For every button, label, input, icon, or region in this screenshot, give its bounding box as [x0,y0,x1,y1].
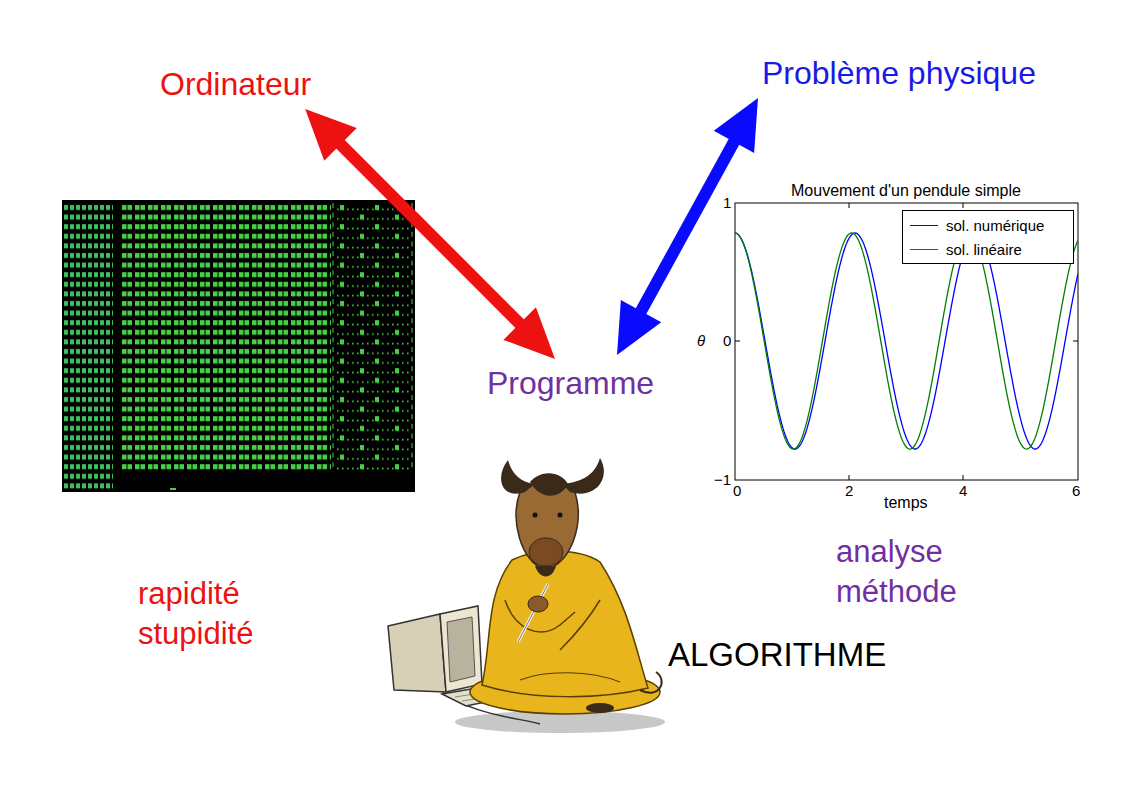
stylus-outline [518,584,548,642]
gnu-mane [530,473,568,496]
legend-row: sol. numérique [903,213,1073,237]
tick [963,475,964,480]
tick-label: 0 [733,482,741,499]
tick [1073,341,1078,342]
tick-label: 6 [1072,482,1080,499]
screen-glass [447,617,475,682]
tick [735,341,740,342]
plot-ticks [735,203,1078,480]
hex-dump [62,200,415,492]
numeric-curve [735,233,1078,449]
plot-frame [735,203,1078,480]
plot-title: Mouvement d'un pendule simple [791,182,1021,200]
node-label: Programme [487,365,654,402]
plot-legend: sol. numérique sol. linéaire [902,210,1074,264]
arrow-shaft [338,142,523,327]
robe-fold [520,673,620,682]
terminal-cursor [170,488,176,490]
linear-curve [735,233,1078,449]
gnu-tail [640,672,662,693]
axis-label: temps [884,494,928,512]
arrow-shaft [639,138,736,314]
plot-curves [735,233,1078,449]
gnu-illustration [388,458,665,733]
hex-separator [412,203,413,472]
tick-label: 1 [723,194,731,211]
computer-screen [440,606,482,692]
hex-ascii-column [336,202,412,472]
gnu-robe [482,551,648,696]
node-label: Ordinateur [160,66,311,103]
hex-address-column [64,202,113,490]
legend-line-sample [910,249,938,250]
pendulum-plot [735,203,1078,480]
node-label: Problème physique [762,55,1036,92]
computer-case [388,614,446,692]
hex-separator [333,203,334,472]
tick-label: 4 [959,482,967,499]
robe-fold [560,600,600,650]
gnu-eye [533,513,538,518]
gnu-horn [562,458,604,494]
tick [849,203,850,208]
gnu-hand [528,596,548,612]
legend-text: sol. linéaire [946,241,1022,258]
double-arrow [617,98,758,355]
algorithm-label: ALGORITHME [668,636,886,674]
tick [849,475,850,480]
axis-label: θ [697,332,705,349]
text-node: Ordinateur [158,66,313,103]
arrow-head [617,300,661,355]
note-text: analyse méthode [836,532,957,612]
gnu-horn [501,460,535,494]
tick-label: 2 [845,482,853,499]
gnu-beard [535,566,556,577]
gnu-hoof [586,703,614,713]
hex-bytes-column [122,202,331,472]
arrow-head [714,98,758,153]
double-arrow [305,109,555,359]
legend-text: sol. numérique [946,217,1044,234]
tick [963,203,964,208]
text-node: Programme [485,365,656,402]
text-node: Problème physique [760,55,1038,92]
legend-row: sol. linéaire [903,237,1073,261]
arrow-head [305,109,357,161]
legend-line-sample [910,225,938,226]
stylus [518,584,548,642]
arrow-head [503,307,555,359]
gnu-muzzle [529,538,563,566]
terminal-screen [62,200,415,492]
hex-ascii-column [340,202,410,472]
tick-label: −1 [714,471,731,488]
tick-label: 0 [723,332,731,349]
note-text: rapidité stupidité [138,574,253,654]
gnu-eye [558,513,563,518]
